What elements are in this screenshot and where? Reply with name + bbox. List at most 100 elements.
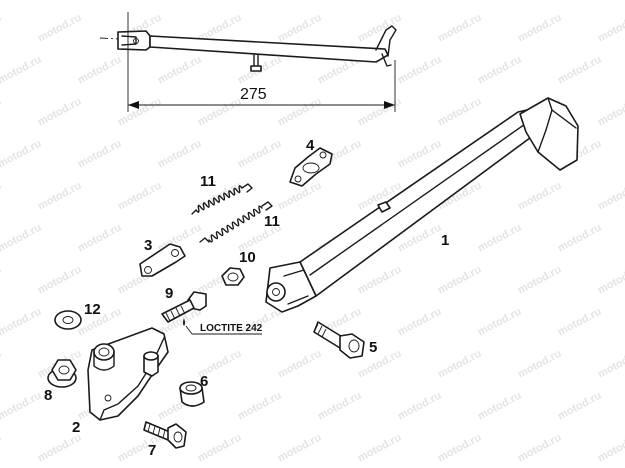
callout-labels: 1 2 3 4 5 6 7 8 9 10 11 11 12 LOCTITE 24… [44,137,449,459]
watermark-text: motod.ru [0,138,44,171]
watermark-text: motod.ru [316,0,364,3]
watermark-text: motod.ru [236,0,284,3]
watermark-text: motod.ru [396,54,444,87]
watermark-text: motod.ru [516,348,564,381]
watermark-text: motod.ru [436,96,484,129]
watermark-text: motod.ru [476,54,524,87]
watermark-text: motod.ru [556,222,604,255]
watermark-text: motod.ru [236,390,284,423]
callout-12: 12 [84,301,101,318]
watermark-text: motod.ru [396,138,444,171]
callout-6: 6 [200,373,208,390]
callout-11-lower: 11 [264,213,280,230]
watermark-text: motod.ru [516,180,564,213]
watermark-text: motod.ru [396,306,444,339]
part-6-bushing [179,381,205,407]
callout-7: 7 [148,442,156,459]
watermark-text: motod.ru [156,138,204,171]
watermark-text: motod.ru [556,306,604,339]
loctite-note: LOCTITE 242 [200,323,263,334]
watermark-text: motod.ru [0,0,44,3]
watermark-text: motod.ru [156,0,204,3]
watermark-text: motod.ru [76,54,124,87]
watermark-text: motod.ru [396,390,444,423]
watermark-text: motod.ru [276,96,324,129]
watermark-text: motod.ru [596,12,625,45]
watermark-text: motod.ru [116,180,164,213]
watermark-text: motod.ru [236,138,284,171]
watermark-text: motod.ru [596,264,625,297]
callout-8: 8 [44,387,52,404]
watermark-text: motod.ru [196,432,244,465]
part-8-flange-nut [47,359,77,388]
watermark-text: motod.ru [516,12,564,45]
part-9-bolt [161,291,262,335]
watermark-text: motod.ru [356,12,404,45]
watermark-text: motod.ru [76,222,124,255]
watermark-text: motod.ru [36,264,84,297]
callout-9: 9 [165,285,173,302]
watermark-text: motod.ru [596,96,625,129]
watermark-text: motod.ru [396,0,444,3]
part-4-bracket-plate [289,147,333,187]
watermark-text: motod.ru [0,432,4,465]
watermark-text: motod.ru [36,180,84,213]
watermark-text: motod.ru [556,390,604,423]
watermark-text: motod.ru [516,432,564,465]
callout-2: 2 [72,419,80,436]
watermark-text: motod.ru [596,180,625,213]
watermark-text: motod.ru [36,12,84,45]
watermark-text: motod.ru [476,0,524,3]
watermark-text: motod.ru [0,306,44,339]
watermark-text: motod.ru [436,432,484,465]
watermark-text: motod.ru [316,390,364,423]
watermark-text: motod.ru [596,348,625,381]
watermark-text: motod.ru [196,96,244,129]
watermark-text: motod.ru [76,0,124,3]
dimension-value: 275 [240,86,267,103]
watermark-text: motod.ru [596,432,625,465]
part-1-side-stand [265,97,579,313]
watermark-text: motod.ru [556,54,604,87]
callout-10: 10 [239,249,256,266]
watermark-text: motod.ru [436,12,484,45]
watermark-text: motod.ru [0,390,44,423]
watermark-text: motod.ru [116,96,164,129]
callout-1: 1 [441,232,449,249]
watermark-text: motod.ru [0,96,4,129]
part-2-mounting-bracket [87,327,169,421]
watermark-text: motod.ru [356,96,404,129]
watermark-text: motod.ru [476,390,524,423]
part-11-springs [191,183,273,243]
callout-4: 4 [306,137,315,154]
watermark-text: motod.ru [0,264,4,297]
stand-top-view: 275 [99,12,397,112]
watermark-text: motod.ru [356,264,404,297]
watermark-text: motod.ru [476,306,524,339]
callout-3: 3 [144,237,152,254]
part-3-link-plate [139,243,186,277]
watermark-text: motod.ru [0,348,4,381]
watermark-text: motod.ru [0,12,4,45]
watermark-text: motod.ru [0,54,44,87]
callout-5: 5 [369,339,377,356]
watermark-text: motod.ru [76,138,124,171]
callout-11-upper: 11 [200,173,216,190]
watermark-text: motod.ru [516,264,564,297]
watermark-text: motod.ru [556,0,604,3]
watermark-text: motod.ru [436,264,484,297]
watermark-text: motod.ru [156,54,204,87]
watermark-text: motod.ru [276,432,324,465]
watermark-text: motod.ru [36,432,84,465]
part-10-nut [221,267,245,286]
part-12-washer [54,310,82,330]
watermark-text: motod.ru [276,348,324,381]
part-5-shoulder-bolt [313,321,365,359]
watermark-text: motod.ru [0,222,44,255]
watermark-text: motod.ru [276,12,324,45]
watermark-text: motod.ru [356,432,404,465]
watermark-text: motod.ru [476,222,524,255]
watermark-text: motod.ru [36,96,84,129]
watermark-text: motod.ru [0,180,4,213]
